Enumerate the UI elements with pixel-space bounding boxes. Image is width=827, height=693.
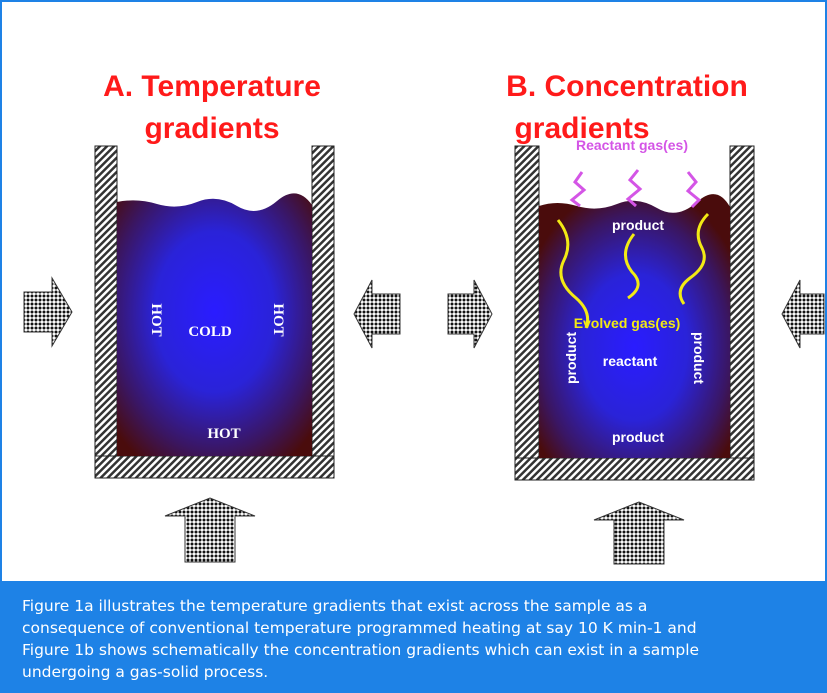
reactant-gas-line-3: [685, 171, 702, 209]
panel-a: A. Temperature gradients HOT COLD HOT HO…: [23, 70, 401, 563]
sample-a: [117, 193, 312, 457]
heat-arrow-bottom-b-icon: [593, 501, 685, 565]
heat-arrow-left-a-icon: [23, 276, 73, 348]
heat-arrow-left-b-icon: [447, 279, 493, 349]
label-product-right: product: [691, 332, 707, 384]
heat-arrow-right-b-icon: [781, 279, 825, 349]
panel-b-title-line2: gradients: [514, 112, 649, 145]
label-hot-left: HOT: [148, 303, 164, 336]
label-cold: COLD: [188, 324, 232, 340]
crucible-a-bottom-wall: [94, 455, 335, 479]
reactant-gas-line-1: [569, 171, 587, 208]
crucible-b-bottom-wall: [514, 457, 755, 481]
heat-arrow-bottom-a-icon: [164, 497, 256, 563]
panel-a-title-line2: gradients: [144, 112, 279, 145]
caption-line-3: Figure 1b shows schematically the concen…: [22, 641, 700, 659]
crucible-a-right-wall: [311, 145, 335, 479]
label-hot-right: HOT: [270, 303, 286, 336]
label-product-bottom: product: [612, 429, 664, 445]
panel-b: B. Concentration gradients Reactant gas(…: [447, 70, 825, 565]
label-reactant-gas: Reactant gas(es): [576, 137, 688, 153]
crucible-b-right-wall: [729, 145, 755, 481]
evolved-gas-line-3: [678, 212, 710, 305]
evolved-gas-line-1: [556, 219, 590, 329]
caption-line-4: undergoing a gas-solid process.: [22, 663, 269, 681]
figure-illustration: A. Temperature gradients HOT COLD HOT HO…: [23, 70, 825, 565]
label-hot-bottom: HOT: [207, 426, 240, 442]
sample-b: [539, 194, 730, 458]
caption-line-2: consequence of conventional temperature …: [22, 619, 697, 637]
caption-line-1: Figure 1a illustrates the temperature gr…: [22, 597, 648, 615]
crucible-a-left-wall: [94, 145, 118, 479]
label-product-left: product: [563, 332, 579, 384]
reactant-gas-line-2: [625, 169, 643, 208]
figure-caption: Figure 1a illustrates the temperature gr…: [2, 581, 825, 691]
heat-arrow-right-a-icon: [353, 279, 401, 349]
panel-a-title-line1: A. Temperature: [103, 70, 321, 103]
panel-b-title-line1: B. Concentration: [506, 70, 748, 103]
crucible-b-left-wall: [514, 145, 540, 481]
label-reactant: reactant: [603, 353, 658, 369]
label-product-top: product: [612, 217, 664, 233]
label-evolved-gas: Evolved gas(es): [574, 315, 681, 331]
evolved-gas-line-2: [624, 233, 640, 300]
